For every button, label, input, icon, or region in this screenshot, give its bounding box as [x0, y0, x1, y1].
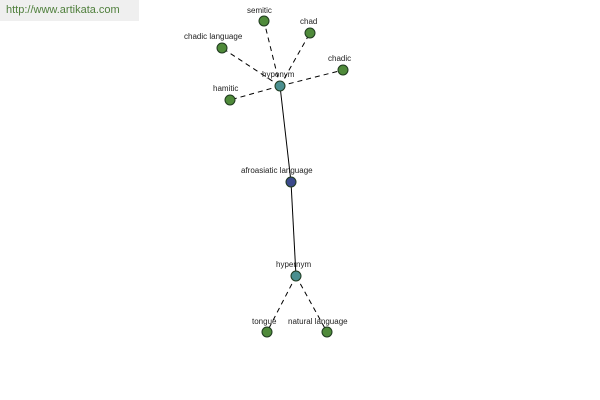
node-semitic[interactable]: semitic [247, 6, 272, 27]
node-label: hamitic [213, 84, 238, 93]
edge-hypernym-natural-language [295, 275, 328, 333]
node-label: natural language [288, 317, 348, 326]
node-dot[interactable] [285, 176, 297, 188]
node-dot[interactable] [337, 64, 349, 76]
node-label: afroasiatic language [241, 166, 313, 175]
edge-center-to-hypernym-hub [290, 181, 297, 277]
node-tongue[interactable]: tongue [252, 317, 277, 338]
node-hyponym-hub[interactable]: hyponym [262, 70, 295, 92]
node-chadic[interactable]: chadic [328, 54, 351, 76]
node-center[interactable]: afroasiatic language [241, 166, 313, 188]
node-dot[interactable] [216, 42, 228, 54]
node-chad[interactable]: chad [300, 17, 317, 39]
edge-hyponym-chad [279, 32, 311, 87]
edge-center-to-hyponym-hub [279, 85, 292, 183]
node-label: semitic [247, 6, 272, 15]
edge-hyponym-chadic-language [221, 47, 281, 87]
node-dot[interactable] [258, 15, 270, 27]
node-dot[interactable] [304, 27, 316, 39]
node-chadic-language[interactable]: chadic language [184, 32, 243, 54]
node-natural-language[interactable]: natural language [288, 317, 348, 338]
node-hypernym-hub[interactable]: hypernym [276, 260, 311, 282]
node-dot[interactable] [224, 94, 236, 106]
edge-hyponym-semitic [263, 20, 281, 87]
node-label: chadic [328, 54, 351, 63]
edge-hypernym-tongue [266, 275, 297, 333]
node-label: hyponym [262, 70, 295, 79]
node-hamitic[interactable]: hamitic [213, 84, 238, 106]
node-label: chad [300, 17, 317, 26]
edge-hyponym-chadic [279, 69, 344, 87]
node-label: hypernym [276, 260, 311, 269]
node-dot[interactable] [290, 270, 302, 282]
node-label: chadic language [184, 32, 243, 41]
node-label: tongue [252, 317, 277, 326]
watermark-link[interactable]: http://www.artikata.com [0, 0, 139, 21]
node-dot[interactable] [321, 326, 333, 338]
node-dot[interactable] [274, 80, 286, 92]
node-dot[interactable] [261, 326, 273, 338]
